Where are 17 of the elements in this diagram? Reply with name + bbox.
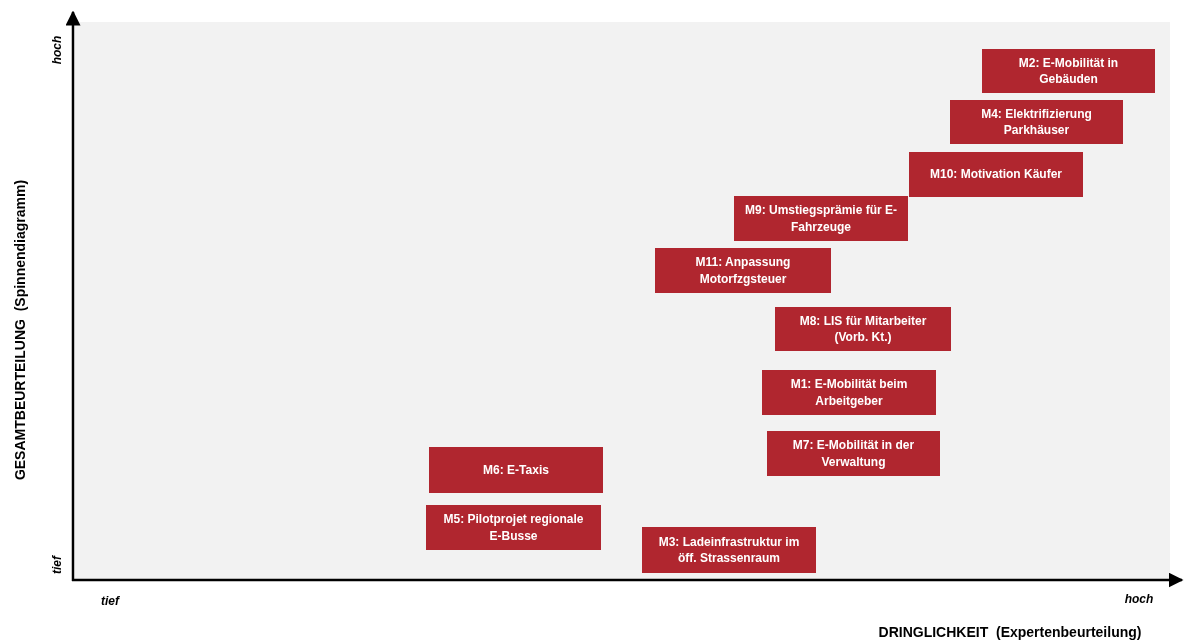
measure-box: M8: LIS für Mitarbeiter (Vorb. Kt.) [775,307,951,351]
axis-low-label: tief [101,594,119,608]
measure-box: M6: E-Taxis [429,447,603,493]
measure-box: M1: E-Mobilität beim Arbeitgeber [762,370,936,415]
measure-box: M9: Umstiegsprämie für E-Fahrzeuge [734,196,908,241]
measure-box: M3: Ladeinfrastruktur im öff. Strassenraum [642,527,816,573]
axis-high-label: hoch [50,35,64,65]
measure-box: M11: Anpassung Motorfzgsteuer [655,248,831,293]
measure-box: M5: Pilotprojet regionale E-Busse [426,505,601,550]
y-axis-title: GESAMTBEURTEILUNG (Spinnendiagramm) [12,179,28,481]
axis-high-label: hoch [1124,592,1154,606]
measure-box: M7: E-Mobilität in der Verwaltung [767,431,940,476]
x-axis-title: DRINGLICHKEIT (Expertenbeurteilung) [878,624,1142,640]
measure-box: M2: E-Mobilität in Gebäuden [982,49,1155,93]
measure-box: M4: Elektrifizierung Parkhäuser [950,100,1123,144]
measure-box: M10: Motivation Käufer [909,152,1083,197]
axis-low-label: tief [50,556,64,574]
